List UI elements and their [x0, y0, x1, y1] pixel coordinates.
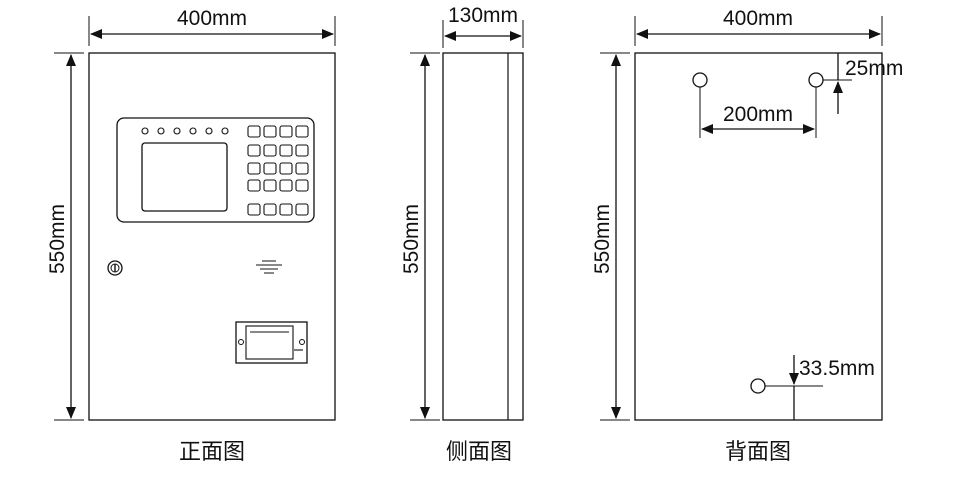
mounting-hole-top-left	[692, 72, 708, 88]
indicator-leds	[141, 127, 229, 135]
top-offset-label: 25mm	[845, 57, 903, 80]
back-width-label: 400mm	[723, 7, 793, 30]
lock-icon	[107, 260, 123, 276]
front-panel-outline	[88, 52, 336, 421]
side-panel-outline	[442, 52, 524, 421]
back-panel-outline	[634, 52, 883, 421]
back-view-caption: 背面图	[725, 440, 791, 465]
mounting-hole-bottom	[750, 378, 766, 394]
front-view-caption: 正面图	[179, 440, 245, 465]
speaker-grille-icon	[256, 260, 282, 274]
keypad	[247, 125, 309, 216]
back-view: 400mm 550mm 200mm 25mm 33.5mm 背面图	[591, 7, 903, 465]
side-width-label: 130mm	[448, 4, 518, 27]
side-height-label: 550mm	[400, 204, 423, 274]
front-view: 400mm 550mm	[46, 7, 336, 465]
bottom-offset-label: 33.5mm	[799, 357, 875, 380]
control-panel	[116, 117, 315, 223]
lcd-screen	[141, 142, 228, 212]
front-height-label: 550mm	[46, 204, 69, 274]
front-width-label: 400mm	[177, 7, 247, 30]
side-view: 130mm 550mm 侧面图	[400, 4, 524, 465]
mounting-hole-top-right	[808, 72, 824, 88]
hole-spacing-label: 200mm	[723, 103, 793, 126]
printer-slot	[235, 321, 308, 364]
side-view-caption: 侧面图	[446, 440, 512, 465]
back-height-label: 550mm	[591, 204, 614, 274]
